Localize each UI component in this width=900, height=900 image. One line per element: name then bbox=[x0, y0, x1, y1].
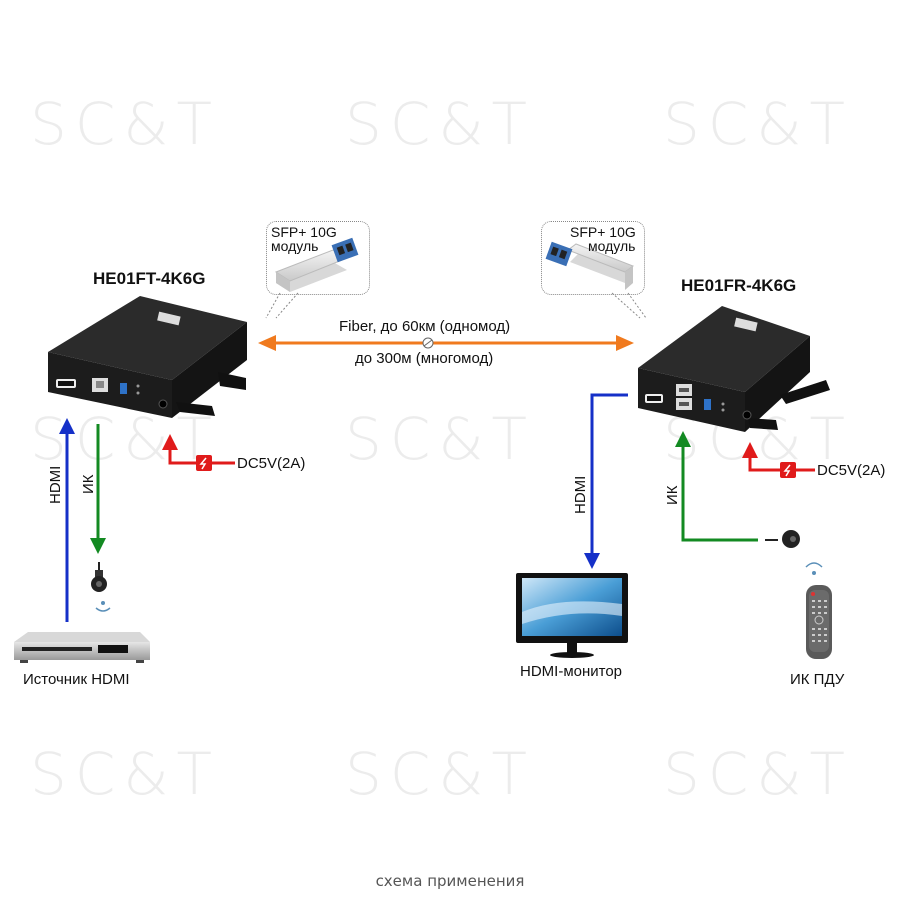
right-hdmi-arrow bbox=[584, 393, 628, 569]
watermark: SC&T bbox=[30, 90, 220, 158]
watermark: SC&T bbox=[345, 405, 535, 473]
left-hdmi-label: HDMI bbox=[47, 465, 64, 504]
receiver-model: HE01FR-4K6G bbox=[681, 276, 797, 295]
fiber-link-arrow bbox=[258, 335, 634, 351]
watermark: SC&T bbox=[663, 90, 853, 158]
right-ir-sensor-icon bbox=[765, 530, 800, 548]
right-ir-arrow bbox=[675, 431, 758, 542]
left-hdmi-arrow bbox=[59, 418, 75, 622]
source-label: Источник HDMI bbox=[23, 671, 130, 688]
monitor-label: HDMI-монитор bbox=[520, 663, 623, 680]
sfp-left-line2: модуль bbox=[271, 238, 319, 254]
dvd-player-icon bbox=[14, 632, 150, 663]
transmitter-model: HE01FT-4K6G bbox=[93, 269, 206, 288]
sfp-callout-left-tail bbox=[265, 292, 299, 319]
watermark: SC&T bbox=[663, 740, 853, 808]
sfp-module-right bbox=[545, 241, 635, 290]
left-ir-arrow bbox=[90, 424, 106, 554]
watermark: SC&T bbox=[30, 740, 220, 808]
fiber-label-top: Fiber, до 60км (одномод) bbox=[339, 318, 511, 335]
watermark: SC&T bbox=[345, 740, 535, 808]
transmitter-device bbox=[48, 296, 247, 418]
sfp-callout-right-tail bbox=[611, 292, 647, 319]
sfp-left-line1: SFP+ 10G bbox=[271, 224, 337, 240]
right-power-line bbox=[742, 442, 815, 478]
sfp-module-left bbox=[274, 237, 359, 292]
left-power-line bbox=[162, 434, 235, 471]
watermark: SC&T bbox=[345, 90, 535, 158]
right-hdmi-label: HDMI bbox=[572, 475, 589, 514]
monitor-icon bbox=[516, 573, 628, 658]
ir-remote-icon bbox=[805, 562, 832, 659]
receiver-device bbox=[638, 306, 830, 432]
power-right-label: DC5V(2A) bbox=[817, 462, 886, 479]
fiber-label-bottom: до 300м (многомод) bbox=[355, 350, 494, 367]
left-ir-sensor-icon bbox=[91, 562, 111, 612]
sfp-right-line1: SFP+ 10G bbox=[570, 224, 636, 240]
left-ir-label: ИК bbox=[80, 474, 97, 494]
right-ir-label: ИК bbox=[664, 485, 681, 505]
remote-label: ИК ПДУ bbox=[790, 671, 845, 688]
sfp-right-line2: модуль bbox=[588, 238, 636, 254]
diagram-caption: схема применения bbox=[375, 872, 525, 890]
power-left-label: DC5V(2A) bbox=[237, 455, 306, 472]
